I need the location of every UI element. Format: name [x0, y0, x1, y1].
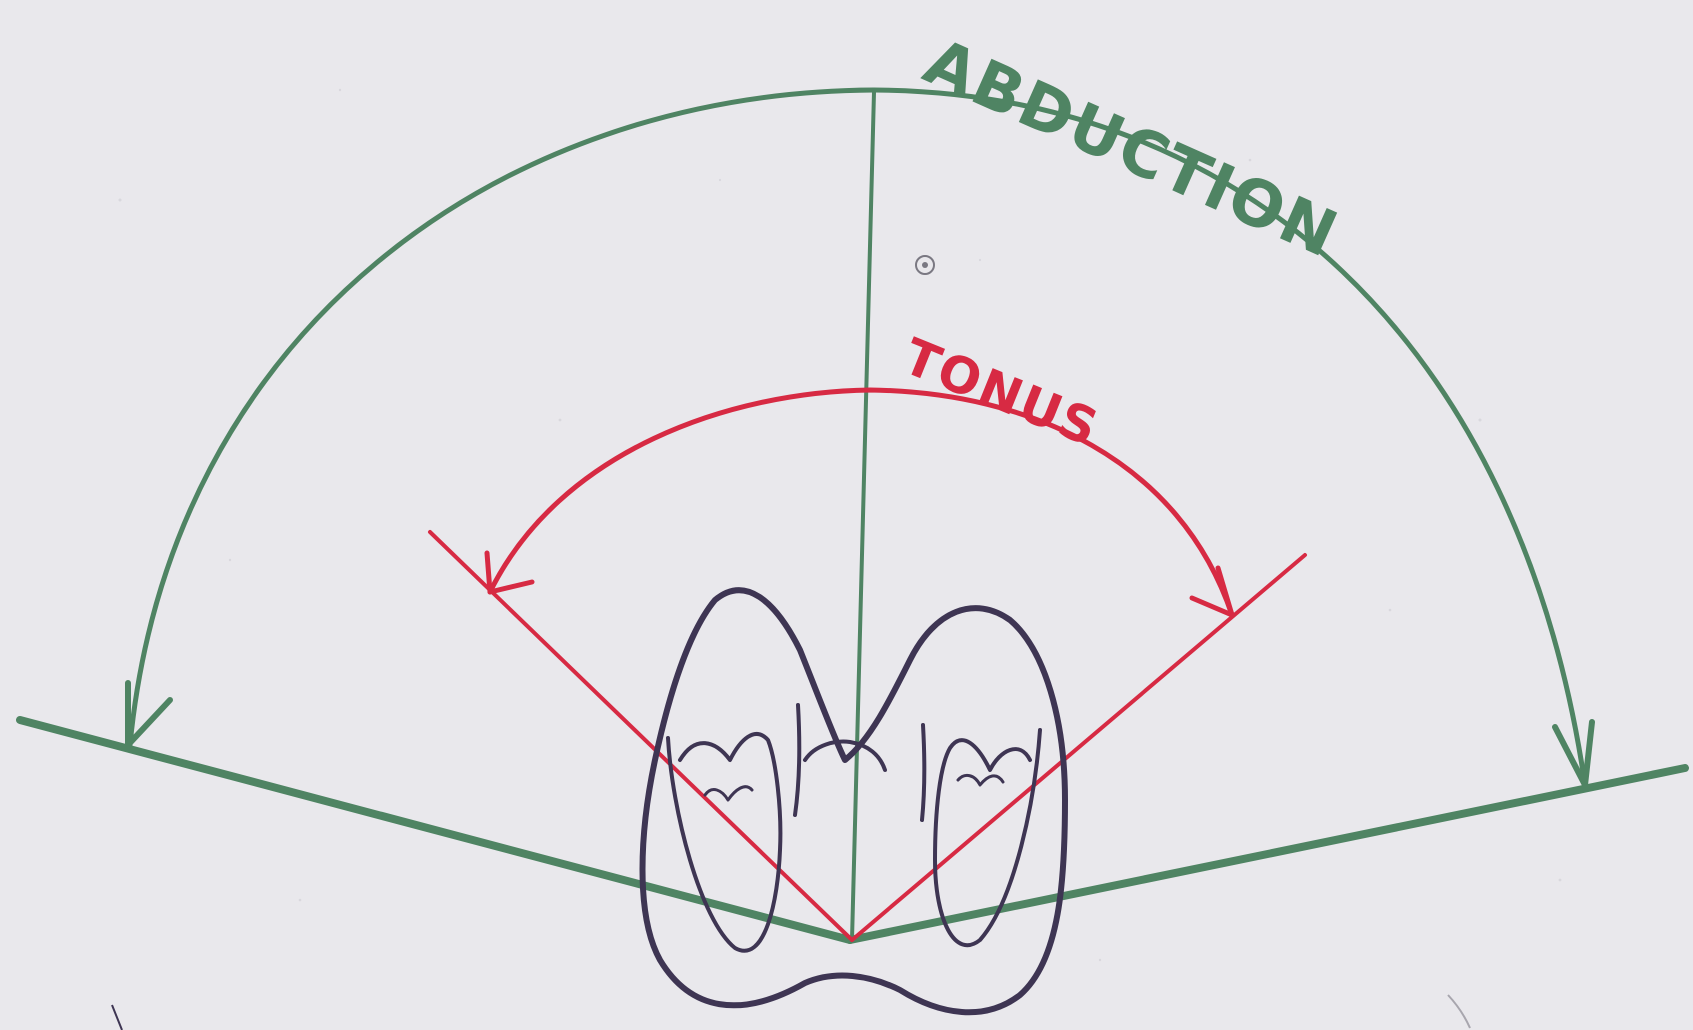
- figure-right-inner-line: [922, 725, 924, 820]
